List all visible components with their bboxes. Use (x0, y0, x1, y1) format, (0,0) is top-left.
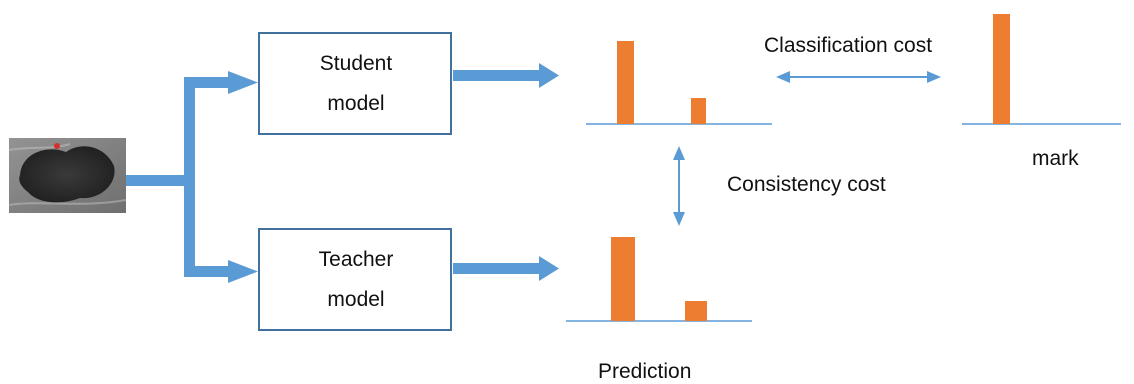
consistency-cost-arrow (673, 146, 685, 226)
classification-cost-arrow (776, 71, 941, 83)
input-image (8, 138, 127, 213)
classification-cost-label: Classification cost (764, 34, 933, 57)
teacher-model-line2: model (327, 288, 385, 311)
teacher-model-box (258, 228, 452, 331)
student-model-label: Student model (259, 44, 453, 124)
teacher-prediction (566, 237, 752, 322)
mark-distribution (962, 14, 1121, 125)
mark-label: mark (1032, 147, 1079, 170)
teacher-model-line1: Teacher (318, 248, 394, 271)
student-model-box (258, 32, 452, 135)
model-output-arrows (453, 63, 559, 281)
student-model-line1: Student (319, 52, 393, 75)
student-prediction (586, 41, 772, 125)
mark-bar (993, 14, 1010, 124)
consistency-cost-label: Consistency cost (727, 173, 886, 196)
student-bar-1 (617, 41, 634, 124)
prediction-label: Prediction (598, 360, 692, 383)
branch-arrows (126, 71, 258, 283)
teacher-bar-2 (685, 301, 707, 321)
student-bar-2 (691, 98, 706, 124)
teacher-model-label: Teacher model (259, 240, 453, 320)
teacher-bar-1 (611, 237, 635, 321)
student-model-line2: model (327, 92, 385, 115)
